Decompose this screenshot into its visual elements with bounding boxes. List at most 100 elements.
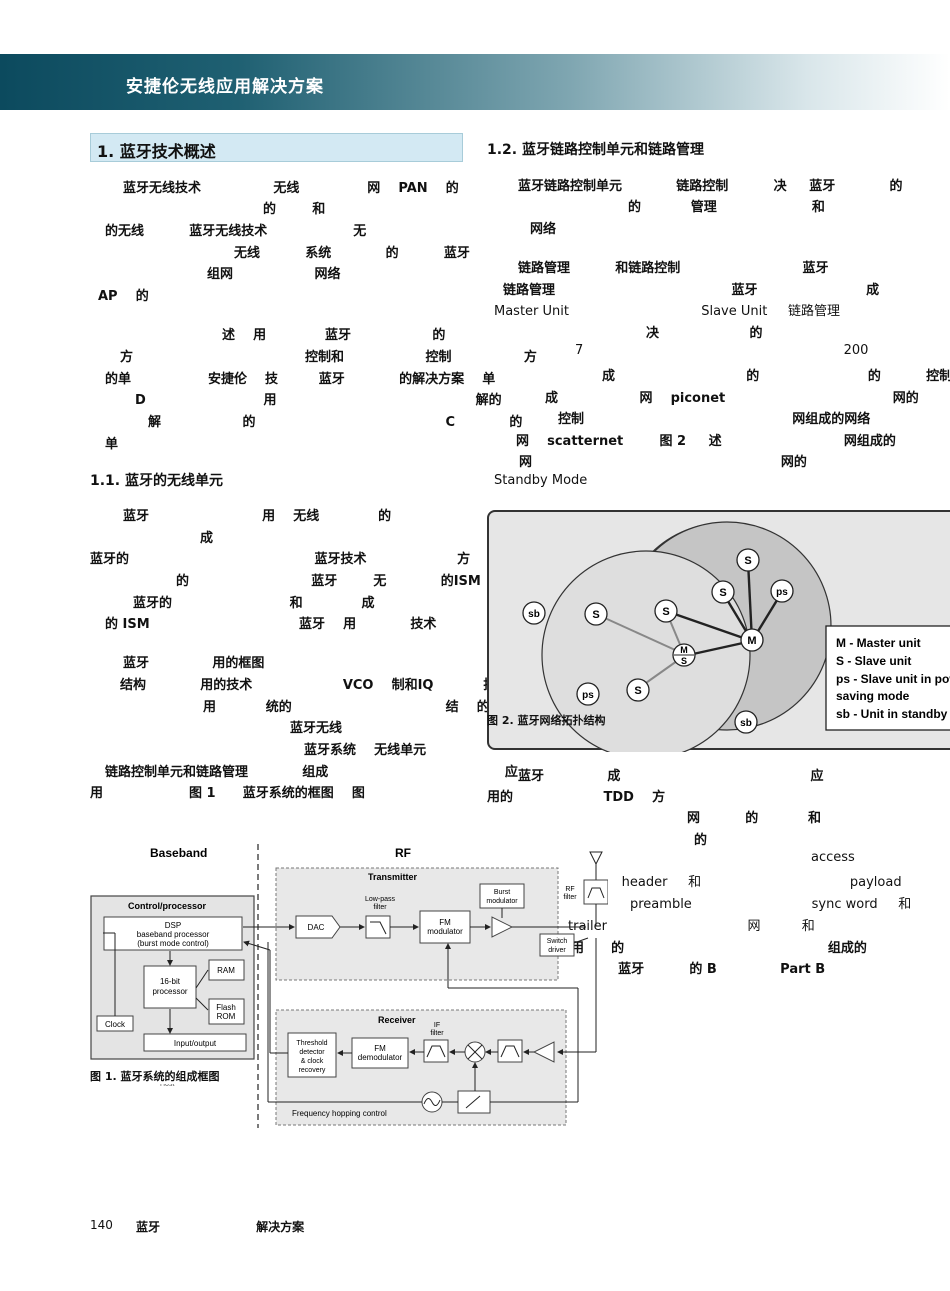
- svg-text:saving mode: saving mode: [836, 689, 910, 703]
- text-line: 的 蓝牙 无 的ISM: [176, 574, 481, 589]
- text-line: 蓝牙系统 无线单元: [304, 743, 427, 758]
- text-line: 控制 网组成的网络: [558, 412, 871, 427]
- svg-text:baseband processor: baseband processor: [137, 930, 210, 939]
- svg-text:modulator: modulator: [427, 927, 463, 936]
- svg-text:(burst mode control): (burst mode control): [137, 939, 209, 948]
- text-line: access: [811, 850, 855, 865]
- svg-text:Switch: Switch: [547, 938, 568, 945]
- text-line: 的 管理 和: [628, 200, 825, 215]
- svg-text:M: M: [747, 635, 756, 647]
- svg-text:detector: detector: [299, 1049, 325, 1056]
- antenna: [589, 851, 603, 866]
- header-title: 安捷伦无线应用解决方案: [126, 77, 324, 97]
- text-line: Standby Mode: [494, 473, 588, 488]
- text-line: 用 统的 结 的 IQ: [203, 700, 511, 715]
- svg-text:driver: driver: [548, 947, 566, 954]
- text-line: 蓝牙 用的框图: [123, 656, 265, 671]
- flash-rom-block: [208, 998, 245, 1025]
- svg-text:Transmitter: Transmitter: [368, 872, 418, 882]
- figure-1-block-diagram: Baseband RF Control/processor DSP baseba…: [90, 844, 608, 1128]
- node-m-s: M S: [672, 643, 696, 667]
- text-line: 蓝牙无线: [290, 721, 343, 736]
- text-line: 的无线 蓝牙无线技术 无: [105, 224, 367, 239]
- node-ps-left: ps: [576, 682, 600, 706]
- node-sb-left: sb: [522, 601, 546, 625]
- svg-text:S: S: [681, 656, 687, 666]
- text-line: 组网 网络: [207, 267, 341, 282]
- svg-text:S: S: [592, 609, 599, 621]
- rx-filter: [497, 1039, 523, 1063]
- section-1-title-box: 1. 蓝牙技术概述: [90, 133, 463, 162]
- node-sb-right: sb: [734, 710, 758, 734]
- svg-text:Control/processor: Control/processor: [128, 901, 207, 911]
- svg-text:S: S: [719, 587, 726, 599]
- ram-block: [208, 959, 245, 981]
- text-line: 蓝牙的 和 成: [133, 596, 375, 611]
- figure-2-caption: 图 2. 蓝牙网络拓扑结构: [487, 714, 606, 727]
- text-line: preamble sync word 和: [630, 897, 912, 912]
- dac-block: [295, 915, 341, 939]
- figure-2-legend: M - Master unit S - Slave unit ps - Slav…: [825, 625, 950, 731]
- text-line: 单: [105, 437, 119, 452]
- svg-text:S: S: [634, 685, 641, 697]
- text-line: 蓝牙链路控制单元 链路控制 决 蓝牙 的: [518, 179, 903, 194]
- host-label: Host: [160, 1081, 174, 1088]
- section-1-title: 1. 蓝牙技术概述: [97, 142, 216, 161]
- text-line: 方 控制和 控制 方: [120, 350, 537, 365]
- svg-text:S: S: [662, 606, 669, 618]
- svg-text:recovery: recovery: [299, 1067, 326, 1074]
- svg-text:Input/output: Input/output: [174, 1039, 217, 1048]
- text-line: 链路控制单元和链路管理 组成 应: [105, 765, 518, 780]
- svg-text:ps: ps: [582, 690, 594, 701]
- svg-text:S: S: [744, 555, 751, 567]
- svg-text:ps - Slave unit in power: ps - Slave unit in power: [836, 672, 950, 686]
- text-line: 的单 安捷伦 技 蓝牙 的解决方案 单: [105, 372, 496, 387]
- figure-1-caption: 图 1. 蓝牙系统的组成框图: [90, 1068, 222, 1084]
- node-s-3: S: [736, 548, 760, 572]
- if-filter: [423, 1039, 449, 1063]
- svg-text:M - Master unit: M - Master unit: [836, 636, 921, 650]
- svg-text:RF: RF: [565, 886, 574, 893]
- baseband-label: Baseband: [150, 846, 207, 860]
- svg-text:IF: IF: [434, 1022, 440, 1029]
- text-line: 7 200: [575, 343, 869, 358]
- tx-amplifier: [491, 916, 514, 938]
- svg-text:Receiver: Receiver: [378, 1015, 416, 1025]
- text-line: 用 图 1 蓝牙系统的框图 图: [90, 786, 365, 801]
- text-line: 解 的 C 的: [148, 415, 523, 430]
- svg-text:processor: processor: [152, 987, 187, 996]
- fm-modulator: [419, 910, 471, 944]
- text-line: 网 的 和: [687, 811, 822, 826]
- svg-text:demodulator: demodulator: [358, 1053, 403, 1062]
- section-1-1-title: 1.1. 蓝牙的无线单元: [90, 473, 223, 489]
- text-line: 决 的: [646, 326, 763, 341]
- header-banner: 安捷伦无线应用解决方案: [0, 54, 950, 110]
- svg-text:FM: FM: [374, 1044, 386, 1053]
- svg-text:FM: FM: [439, 918, 451, 927]
- processor-block: [143, 965, 197, 1009]
- svg-text:Burst: Burst: [494, 889, 510, 896]
- text-line: D 用 解的: [135, 393, 502, 408]
- text-line: trailer 网 和: [568, 919, 815, 934]
- text-line: 的 ISM 蓝牙 用 技术: [105, 617, 437, 632]
- svg-text:Flash: Flash: [216, 1003, 236, 1012]
- node-ps-right: ps: [770, 579, 794, 603]
- text-line: 述 用 蓝牙 的: [222, 328, 446, 343]
- text-line: 蓝牙 用 无线 的: [123, 509, 392, 524]
- svg-text:M: M: [680, 645, 688, 655]
- text-line: 蓝牙 成 应: [518, 769, 824, 784]
- text-line: 用 的 组成的: [571, 941, 867, 956]
- text-line: 网络: [530, 222, 557, 237]
- node-s-1: S: [584, 602, 608, 626]
- link: [595, 613, 685, 655]
- node-s-bridge: S: [654, 599, 678, 623]
- footer-text: 蓝牙 解决方案: [136, 1220, 305, 1234]
- text-line: 成 的 的 控制: [602, 369, 950, 384]
- text-line: 蓝牙的 蓝牙技术 方: [90, 552, 471, 567]
- text-line: 网 scatternet 图 2 述 网组成的: [516, 434, 896, 449]
- burst-modulator: [479, 883, 525, 909]
- svg-text:filter: filter: [430, 1030, 444, 1037]
- text-line: 的 蓝牙 的 B Part B: [501, 962, 826, 977]
- svg-text:modulator: modulator: [486, 898, 518, 905]
- text-line: 无线 系统 的 蓝牙: [234, 246, 470, 261]
